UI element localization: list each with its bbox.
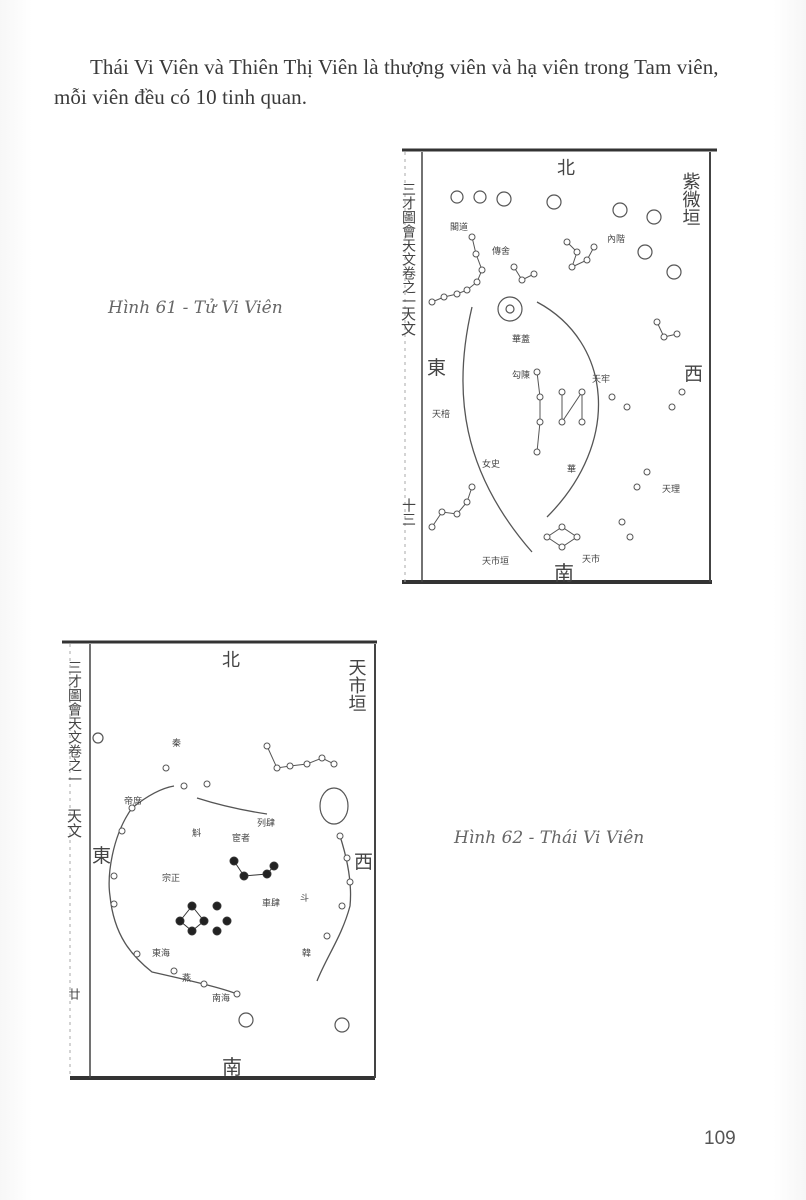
chart-title-62: 天市垣 — [346, 658, 367, 712]
south-label: 南 — [554, 561, 574, 585]
svg-text:內階: 內階 — [607, 234, 625, 245]
svg-text:天市: 天市 — [582, 553, 600, 565]
svg-text:斗: 斗 — [300, 893, 309, 904]
north-label: 北 — [557, 158, 575, 179]
figure-62-caption: Hình 62 - Thái Vi Viên — [454, 828, 645, 848]
west-label: 西 — [354, 851, 373, 873]
svg-text:斛: 斛 — [192, 827, 201, 839]
north-label: 北 — [222, 650, 240, 671]
svg-text:宗正: 宗正 — [162, 872, 180, 884]
side-title-61: 三才圖會天文卷之一 — [400, 182, 416, 308]
svg-text:天理: 天理 — [662, 484, 680, 495]
svg-text:燕: 燕 — [182, 972, 191, 984]
south-label: 南 — [222, 1055, 242, 1079]
svg-text:列肆: 列肆 — [257, 817, 275, 829]
svg-text:華: 華 — [567, 463, 576, 475]
svg-text:勾陳: 勾陳 — [512, 369, 530, 381]
svg-text:秦: 秦 — [172, 737, 181, 749]
svg-text:車肆: 車肆 — [262, 897, 280, 909]
west-label: 西 — [684, 363, 703, 385]
svg-text:韓: 韓 — [302, 948, 311, 959]
svg-text:帝席: 帝席 — [124, 795, 142, 807]
side-title-62: 三才圖會天文卷之一 — [66, 660, 82, 786]
svg-text:宦者: 宦者 — [232, 832, 250, 844]
east-label: 東 — [427, 357, 446, 379]
star-chart-62-svg: 三才圖會天文卷之一 天文 廿 天市垣 北 南 東 西 — [62, 640, 377, 1080]
paragraph-text: Thái Vi Viên và Thiên Thị Viên là thượng… — [54, 55, 719, 109]
star-chart-61-svg: 三才圖會天文卷之一 天文 十三 紫微垣 北 南 東 西 — [399, 148, 717, 585]
svg-text:南海: 南海 — [212, 992, 230, 1004]
svg-text:十三: 十三 — [400, 498, 416, 526]
east-label: 東 — [92, 845, 111, 867]
svg-text:天文: 天文 — [399, 306, 417, 336]
svg-text:天牢: 天牢 — [592, 373, 610, 385]
svg-text:傳舍: 傳舍 — [492, 245, 510, 257]
svg-text:東海: 東海 — [152, 947, 170, 959]
figure-62-star-chart: 三才圖會天文卷之一 天文 廿 天市垣 北 南 東 西 — [62, 636, 382, 1086]
svg-text:閣道: 閣道 — [450, 221, 468, 233]
svg-text:廿: 廿 — [67, 988, 81, 1001]
svg-text:天市垣: 天市垣 — [482, 555, 509, 567]
chart-title-61: 紫微垣 — [680, 172, 701, 226]
figure-61-caption: Hình 61 - Tử Vi Viên — [108, 298, 283, 318]
svg-text:天文: 天文 — [65, 808, 83, 838]
svg-text:天棓: 天棓 — [432, 408, 450, 420]
figure-61-star-chart: 三才圖會天文卷之一 天文 十三 紫微垣 北 南 東 西 — [372, 142, 717, 590]
svg-text:華蓋: 華蓋 — [512, 333, 530, 345]
body-paragraph: Thái Vi Viên và Thiên Thị Viên là thượng… — [54, 52, 754, 112]
page-number: 109 — [704, 1128, 736, 1149]
svg-text:女史: 女史 — [482, 458, 500, 470]
